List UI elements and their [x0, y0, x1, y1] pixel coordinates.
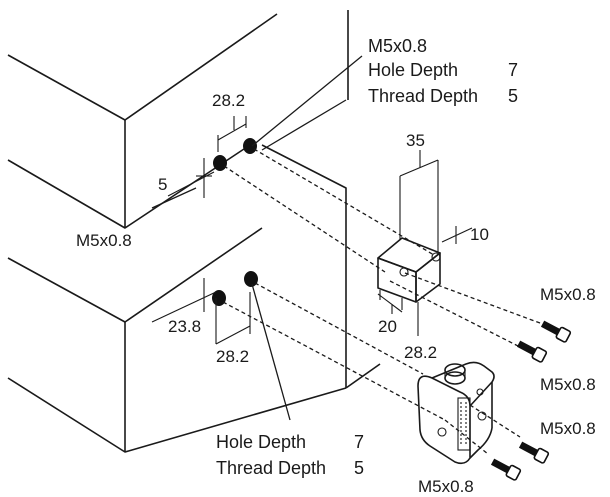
top-note: M5x0.8 Hole Depth 7 Thread Depth 5: [368, 36, 518, 106]
screw-label-3: M5x0.8: [540, 419, 596, 438]
bracket-thickness-label: 10: [470, 225, 489, 244]
screw-label-4: M5x0.8: [418, 477, 474, 496]
top-note-thread: M5x0.8: [368, 36, 427, 56]
upper-block: [7, 10, 349, 229]
bottom-note-thread-depth-label: Thread Depth: [216, 458, 326, 478]
lower-hole-right: [244, 271, 258, 287]
top-note-hole-depth-value: 7: [508, 60, 518, 80]
lower-holes: [212, 271, 258, 306]
upper-edge-label: 5: [158, 175, 167, 194]
top-note-hole-depth-label: Hole Depth: [368, 60, 458, 80]
upper-hole-right: [243, 138, 257, 154]
lower-edge-label: 23.8: [168, 317, 201, 336]
screw-2: [516, 340, 548, 363]
lower-dimension-labels: 23.8 28.2: [168, 317, 249, 366]
bracket-dimension-labels: 35 10 20 28.2: [378, 131, 489, 362]
bottom-note-thread-depth-value: 5: [354, 458, 364, 478]
upper-dimension-lines: [151, 116, 247, 209]
top-note-thread-depth-value: 5: [508, 86, 518, 106]
upper-spacing-label: 28.2: [212, 91, 245, 110]
screw-label-2: M5x0.8: [540, 375, 596, 394]
bracket-width-label: 35: [406, 131, 425, 150]
lower-block: [7, 144, 381, 453]
bracket: [377, 237, 441, 310]
top-note-leader: [251, 55, 363, 151]
upper-hole-left: [213, 155, 227, 171]
screw-labels: M5x0.8 M5x0.8 M5x0.8 M5x0.8: [418, 285, 596, 496]
upper-holes: [213, 138, 257, 171]
bracket-bottom-a-label: 20: [378, 317, 397, 336]
upper-dimension-labels: 28.2 5 M5x0.8: [76, 91, 245, 250]
screw-1: [540, 320, 572, 343]
controller-module: [417, 361, 495, 465]
top-note-thread-depth-label: Thread Depth: [368, 86, 478, 106]
lower-spacing-label: 28.2: [216, 347, 249, 366]
screw-label-1: M5x0.8: [540, 285, 596, 304]
screw-3: [518, 441, 550, 464]
screw-4: [490, 458, 522, 481]
bracket-bottom-b-label: 28.2: [404, 343, 437, 362]
alignment-lines: [222, 148, 549, 455]
bracket-dimension-lines: [377, 150, 473, 336]
lower-dimension-lines: [151, 278, 291, 421]
upper-thread-label: M5x0.8: [76, 231, 132, 250]
bottom-note-hole-depth-value: 7: [354, 432, 364, 452]
bottom-note: Hole Depth 7 Thread Depth 5: [216, 432, 364, 478]
bottom-note-hole-depth-label: Hole Depth: [216, 432, 306, 452]
